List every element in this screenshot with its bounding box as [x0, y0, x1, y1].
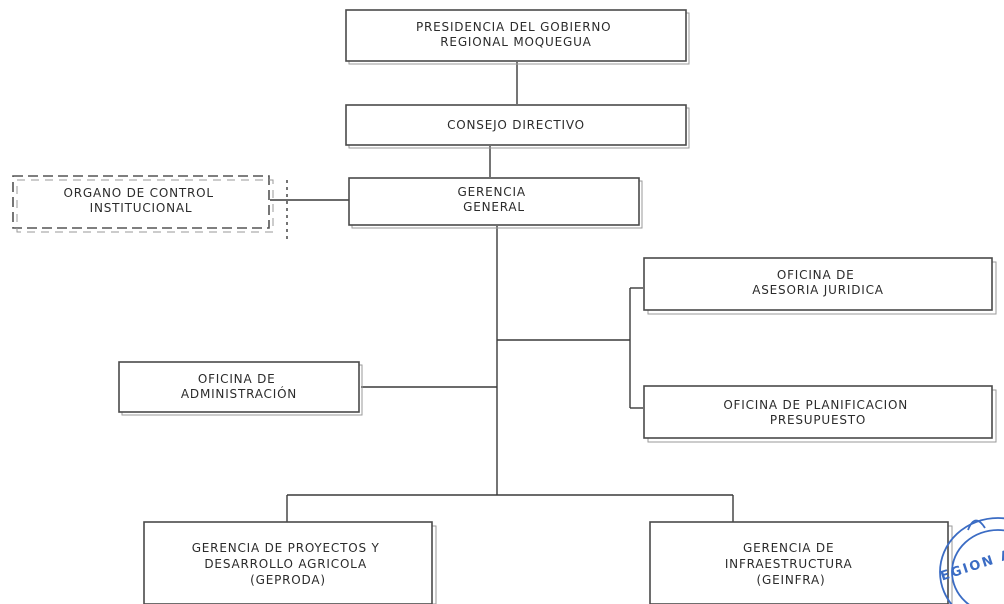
gerencia-general-line-2: GENERAL	[463, 200, 525, 214]
connectors	[270, 62, 734, 522]
geinfra-line-1: GERENCIA DE	[743, 541, 834, 555]
svg-text:PRESIDENCIA DEL GOBIERNO: PRESIDENCIA DEL GOBIERNO REGIONAL MOQUEG…	[416, 20, 616, 49]
presidencia-line-2: REGIONAL MOQUEGUA	[440, 35, 591, 49]
svg-text:OFICINA DE ASESORIA JURI: OFICINA DE ASESORIA JURIDICA	[752, 268, 884, 297]
presidencia-line-1: PRESIDENCIA DEL GOBIERNO	[416, 20, 611, 34]
administracion-line-2: ADMINISTRACIÓN	[181, 386, 297, 401]
organo-control-line-2: INSTITUCIONAL	[90, 201, 193, 215]
svg-text:GERENCIA GENERAL: GERENCIA GENERAL	[458, 185, 531, 214]
svg-text:OFICINA DE PLANIFICACION: OFICINA DE PLANIFICACION PRESUPUESTO	[723, 398, 912, 427]
organo-control-line-1: ORGANO DE CONTROL	[64, 186, 214, 200]
box-administracion: OFICINA DE ADMINISTRACIÓN	[118, 361, 363, 416]
svg-text:CONSEJO DIRECTIVO: CONSEJO DIRECTIVO	[447, 118, 585, 132]
planificacion-line-2: PRESUPUESTO	[770, 413, 866, 427]
box-geinfra: GERENCIA DE INFRAESTRUCTURA (GEINFRA)	[649, 521, 953, 604]
consejo-line-1: CONSEJO DIRECTIVO	[447, 118, 585, 132]
box-organo-control: ORGANO DE CONTROL INSTITUCIONAL	[12, 175, 274, 233]
svg-text:OFICINA DE ADMINISTRACIÓ: OFICINA DE ADMINISTRACIÓN	[181, 372, 297, 401]
box-asesoria-juridica: OFICINA DE ASESORIA JURIDICA	[643, 257, 997, 315]
box-planificacion: OFICINA DE PLANIFICACION PRESUPUESTO	[643, 385, 997, 443]
geinfra-line-3: (GEINFRA)	[757, 573, 826, 587]
gerencia-general-line-1: GERENCIA	[458, 185, 526, 199]
geproda-line-2: DESARROLLO AGRICOLA	[204, 557, 367, 571]
svg-text:GERENCIA DE INFRAESTRUCT: GERENCIA DE INFRAESTRUCTURA (GEINFRA)	[725, 541, 857, 587]
planificacion-line-1: OFICINA DE PLANIFICACION	[723, 398, 908, 412]
box-presidencia: PRESIDENCIA DEL GOBIERNO REGIONAL MOQUEG…	[345, 9, 690, 65]
box-geproda: GERENCIA DE PROYECTOS Y DESARROLLO AGRIC…	[143, 521, 437, 604]
geproda-line-3: (GEPRODA)	[250, 573, 326, 587]
administracion-line-1: OFICINA DE	[198, 372, 276, 386]
svg-text:ORGANO DE CONTROL INSTIT: ORGANO DE CONTROL INSTITUCIONAL	[64, 186, 219, 215]
asesoria-line-2: ASESORIA JURIDICA	[752, 283, 884, 297]
geproda-line-1: GERENCIA DE PROYECTOS Y	[192, 541, 380, 555]
geinfra-line-2: INFRAESTRUCTURA	[725, 557, 853, 571]
box-consejo-directivo: CONSEJO DIRECTIVO	[345, 104, 690, 149]
asesoria-line-1: OFICINA DE	[777, 268, 855, 282]
box-gerencia-general: GERENCIA GENERAL	[348, 177, 643, 229]
svg-text:GERENCIA DE PROYECTOS Y: GERENCIA DE PROYECTOS Y DESARROLLO AGRIC…	[192, 541, 385, 587]
